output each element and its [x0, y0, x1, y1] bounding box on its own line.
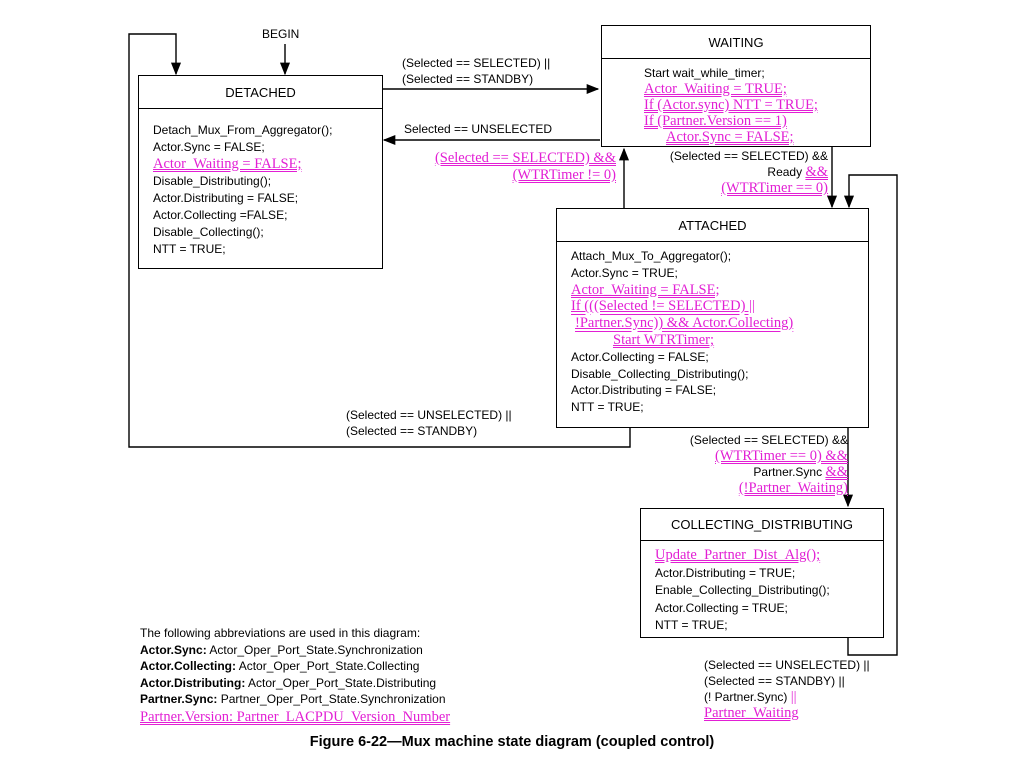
condition-line: Partner_Waiting — [704, 705, 799, 721]
state-action-inserted-line: !Partner.Sync)) && Actor.Collecting) — [575, 315, 794, 332]
abbreviation-item: Actor.Distributing: Actor_Oper_Port_Stat… — [140, 675, 450, 692]
state-action-inserted-line: If (Actor.sync) NTT = TRUE; — [644, 97, 818, 113]
condition-line: (Selected == STANDBY) || — [704, 674, 845, 688]
condition-line: (WTRTimer == 0) && — [715, 448, 848, 464]
state-action-line: Actor.Collecting =FALSE; — [153, 208, 288, 222]
state-action-line: Actor.Sync = TRUE; — [571, 265, 678, 280]
state-title: WAITING — [602, 26, 870, 59]
state-actions: Detach_Mux_From_Aggregator(); Actor.Sync … — [139, 109, 382, 262]
state-action-line: Disable_Collecting_Distributing(); — [571, 366, 749, 381]
transition-detached-to-waiting: (Selected == SELECTED) || (Selected == S… — [402, 55, 550, 87]
state-action-inserted-line: Start WTRTimer; — [613, 331, 715, 348]
condition-inserted-text: && — [825, 464, 848, 480]
arrow-collecting-to-attached — [843, 174, 898, 656]
abbreviation-term: Actor.Sync: — [140, 642, 207, 657]
figure-caption: Figure 6-22—Mux machine state diagram (c… — [309, 734, 715, 750]
condition-line: Ready && — [628, 164, 828, 180]
state-action-line: Disable_Collecting(); — [153, 225, 264, 239]
condition-line: (WTRTimer == 0) — [721, 180, 828, 196]
state-action-line: NTT = TRUE; — [655, 618, 728, 632]
state-attached: ATTACHED Attach_Mux_To_Aggregator(); Acto… — [556, 208, 869, 428]
abbreviations-intro: The following abbreviations are used in … — [140, 626, 421, 640]
condition-inserted-text: || — [790, 689, 797, 705]
state-action-line: Detach_Mux_From_Aggregator(); — [153, 123, 333, 137]
condition-line: Partner.Sync && — [640, 464, 848, 480]
state-actions: Start wait_while_timer;Actor_Waiting = T… — [602, 59, 870, 149]
condition-line: (Selected == UNSELECTED) || — [346, 408, 512, 422]
begin-label: BEGIN — [262, 27, 300, 41]
condition-line: (Selected == STANDBY) — [402, 72, 534, 86]
state-title: ATTACHED — [557, 209, 868, 242]
abbreviation-term: Partner.Sync: — [140, 692, 218, 706]
state-waiting: WAITING Start wait_while_timer;Actor_Wai… — [601, 25, 871, 147]
condition-line: (Selected == STANDBY) — [346, 424, 478, 438]
state-action-inserted-line: Actor.Sync = FALSE; — [666, 129, 794, 145]
abbreviation-item: Partner.Sync: Partner_Oper_Port_State.Sy… — [140, 691, 450, 708]
state-action-line: Actor.Distributing = FALSE; — [571, 383, 717, 398]
condition-line: (Selected == SELECTED) || — [402, 56, 551, 70]
abbreviation-item: Actor.Collecting: Actor_Oper_Port_State.… — [140, 658, 450, 675]
abbreviation-definition: Actor_Oper_Port_State.Distributing — [245, 675, 437, 690]
transition-attached-to-detached: (Selected == UNSELECTED) || (Selected ==… — [346, 407, 512, 439]
state-action-line: Disable_Distributing(); — [153, 174, 272, 188]
condition-line: (Selected == UNSELECTED) || — [704, 658, 870, 672]
transition-waiting-to-detached: Selected == UNSELECTED — [404, 121, 552, 137]
abbreviation-term: Actor.Collecting: — [140, 659, 237, 673]
state-action-line: Attach_Mux_To_Aggregator(); — [571, 249, 732, 263]
abbreviation-inserted-item: Partner.Version: Partner_LACPDU_Version_… — [140, 708, 451, 725]
state-action-line: Actor.Sync = FALSE; — [153, 140, 265, 154]
condition-line: (Selected == SELECTED) && — [689, 433, 848, 447]
arrow-attached-to-detached — [128, 33, 631, 448]
condition-line: (WTRTimer != 0) — [512, 167, 616, 183]
condition-line: (!Partner_Waiting) — [738, 480, 848, 496]
state-action-inserted-line: Actor_Waiting = FALSE; — [571, 281, 720, 298]
condition-line: (! Partner.Sync) || — [704, 689, 870, 705]
state-detached: DETACHED Detach_Mux_From_Aggregator(); Ac… — [138, 75, 383, 269]
abbreviation-definition: Partner_Oper_Port_State.Synchronization — [217, 692, 446, 706]
state-action-line: NTT = TRUE; — [153, 242, 226, 256]
state-action-line: Actor.Distributing = FALSE; — [153, 191, 299, 205]
state-title: COLLECTING_DISTRIBUTING — [641, 509, 883, 541]
transition-attached-to-waiting: (Selected == SELECTED) && (WTRTimer != 0… — [392, 150, 616, 184]
state-collecting-distributing: COLLECTING_DISTRIBUTING Update_Partner_D… — [640, 508, 884, 638]
state-action-inserted-line: If (((Selected != SELECTED) || — [571, 298, 755, 315]
state-action-line: Enable_Collecting_Distributing(); — [655, 583, 830, 597]
condition-text: (! Partner.Sync) — [704, 690, 791, 704]
transition-waiting-to-attached: (Selected == SELECTED) && Ready && (WTRT… — [628, 148, 828, 196]
state-action-inserted-line: If (Partner.Version == 1) — [644, 113, 787, 129]
abbreviation-item: Actor.Sync: Actor_Oper_Port_State.Synchr… — [140, 642, 450, 659]
abbreviations-legend: The following abbreviations are used in … — [140, 625, 450, 726]
state-actions: Attach_Mux_To_Aggregator(); Actor.Sync = … — [557, 242, 868, 420]
condition-line: (Selected == SELECTED) && — [669, 149, 828, 163]
state-action-line: Actor.Collecting = TRUE; — [655, 600, 788, 615]
abbreviation-definition: Actor_Oper_Port_State.Synchronization — [206, 642, 423, 657]
condition-line: (Selected == SELECTED) && — [434, 150, 616, 166]
state-action-inserted-line: Actor_Waiting = FALSE; — [153, 156, 302, 172]
state-action-line: Actor.Collecting = FALSE; — [571, 349, 709, 364]
state-action-line: Start wait_while_timer; — [644, 66, 765, 80]
transition-attached-to-collecting: (Selected == SELECTED) && (WTRTimer == 0… — [640, 432, 848, 496]
transition-collecting-to-attached: (Selected == UNSELECTED) || (Selected ==… — [704, 657, 870, 721]
state-actions: Update_Partner_Dist_Alg(); Actor.Distribu… — [641, 541, 883, 639]
state-action-line: Actor.Distributing = TRUE; — [655, 565, 796, 580]
condition-text: Partner.Sync — [753, 465, 826, 479]
abbreviation-term: Actor.Distributing: — [140, 675, 246, 690]
condition-text: Ready — [767, 165, 806, 179]
state-action-inserted-line: Update_Partner_Dist_Alg(); — [655, 547, 821, 563]
state-action-inserted-line: Actor_Waiting = TRUE; — [644, 81, 787, 97]
state-action-line: NTT = TRUE; — [571, 400, 644, 415]
condition-inserted-text: && — [805, 164, 828, 180]
abbreviation-definition: Actor_Oper_Port_State.Collecting — [236, 659, 420, 673]
state-title: DETACHED — [139, 76, 382, 109]
condition-line: Selected == UNSELECTED — [404, 122, 553, 136]
